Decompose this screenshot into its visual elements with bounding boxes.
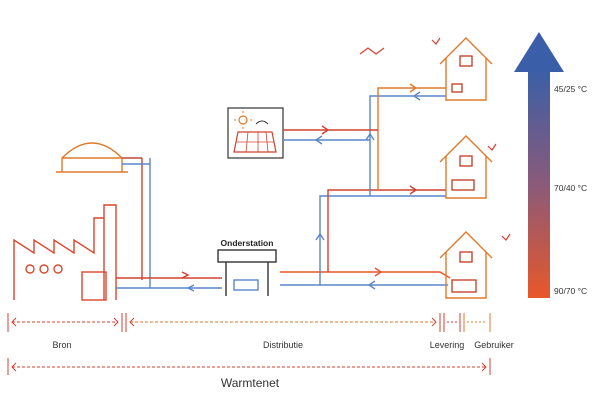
main-pipes [116,267,451,292]
source-pipes [122,157,151,288]
substation-label: Onderstation [220,238,274,248]
bron-label: Bron [52,340,72,350]
bron-dimension [7,313,123,332]
house-icon [439,231,493,299]
gebruiker-dimension [463,313,491,332]
distributie-label: Distributie [262,340,304,350]
bird-icon [359,37,511,241]
temperature-top-label: 45/25 °C [554,84,588,94]
solar-pipes [283,125,378,145]
temperature-scale-arrow [514,32,564,298]
house-icon [439,37,493,101]
factory-icon [13,204,117,301]
temperature-bottom-label: 90/70 °C [554,286,588,296]
distributie-dimension [125,313,441,332]
levering-label: Levering [429,340,465,350]
riser-pipes [315,83,446,285]
solar-collector-icon [227,107,284,159]
biogas-dome-icon [56,142,128,173]
levering-dimension [443,313,461,332]
gebruiker-label: Gebruiker [474,340,514,350]
warmtenet-dimension [7,358,491,375]
warmtenet-label: Warmtenet [220,376,280,390]
house-icon [439,135,493,199]
temperature-middle-label: 70/40 °C [554,183,588,193]
substation-icon [217,249,277,296]
